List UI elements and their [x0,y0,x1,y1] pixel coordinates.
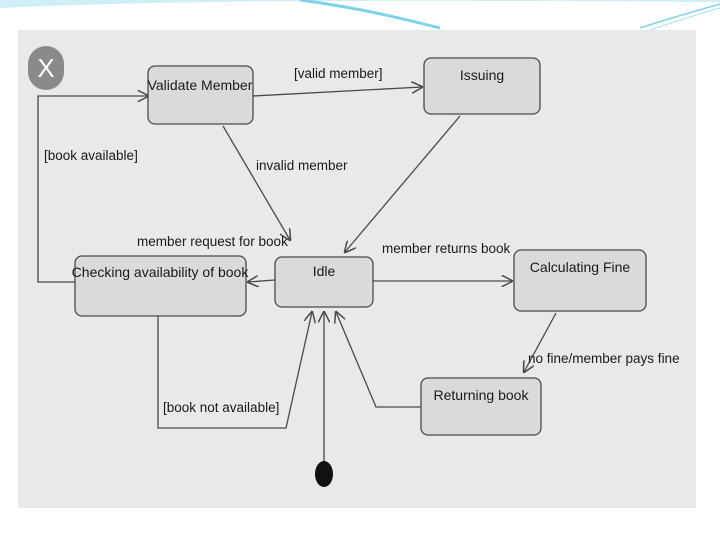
label-book-not-available: [book not available] [163,400,279,415]
edge-checking-to-idle [157,312,312,429]
header-swoosh [0,0,720,8]
edge-idle-to-checking [248,280,276,282]
state-label: Validate Member [148,77,253,93]
header-swoosh-line-2 [649,7,720,31]
header-swoosh-line [639,3,720,29]
edge-validate-to-issuing [252,87,422,97]
initial-state-node [315,461,333,487]
state-label: Idle [313,263,336,279]
edge-validate-to-idle [222,125,290,240]
edge-issuing-to-idle [345,115,461,252]
state-idle: Idle [274,256,374,308]
label-valid-member: [valid member] [294,66,383,81]
edge-returning-to-idle [336,312,421,408]
state-label: Issuing [460,67,504,83]
state-diagram: Validate Member Issuing Checking availab… [37,57,680,487]
label-no-fine: no fine/member pays fine [528,351,680,366]
close-button[interactable]: X [28,46,64,90]
state-issuing: Issuing [423,57,541,115]
slide-decor [0,0,720,31]
state-label: Returning book [434,387,530,403]
edge-checking-to-validate [37,96,148,283]
state-diagram-panel: Validate Member Issuing Checking availab… [18,30,696,508]
state-validate-member: Validate Member [147,65,254,125]
state-calculating-fine: Calculating Fine [513,249,647,312]
header-swoosh-accent [299,0,441,30]
state-returning-book: Returning book [420,377,542,436]
state-label: Checking availability of book [72,264,250,280]
label-member-returns-book: member returns book [382,241,511,256]
close-icon: X [37,53,55,83]
state-checking-availability: Checking availability of book [72,255,250,317]
label-invalid-member: invalid member [256,158,348,173]
label-book-available: [book available] [44,148,138,163]
label-member-request: member request for book [137,234,288,249]
state-label: Calculating Fine [530,259,631,275]
edge-calculating-to-returning [524,312,557,372]
